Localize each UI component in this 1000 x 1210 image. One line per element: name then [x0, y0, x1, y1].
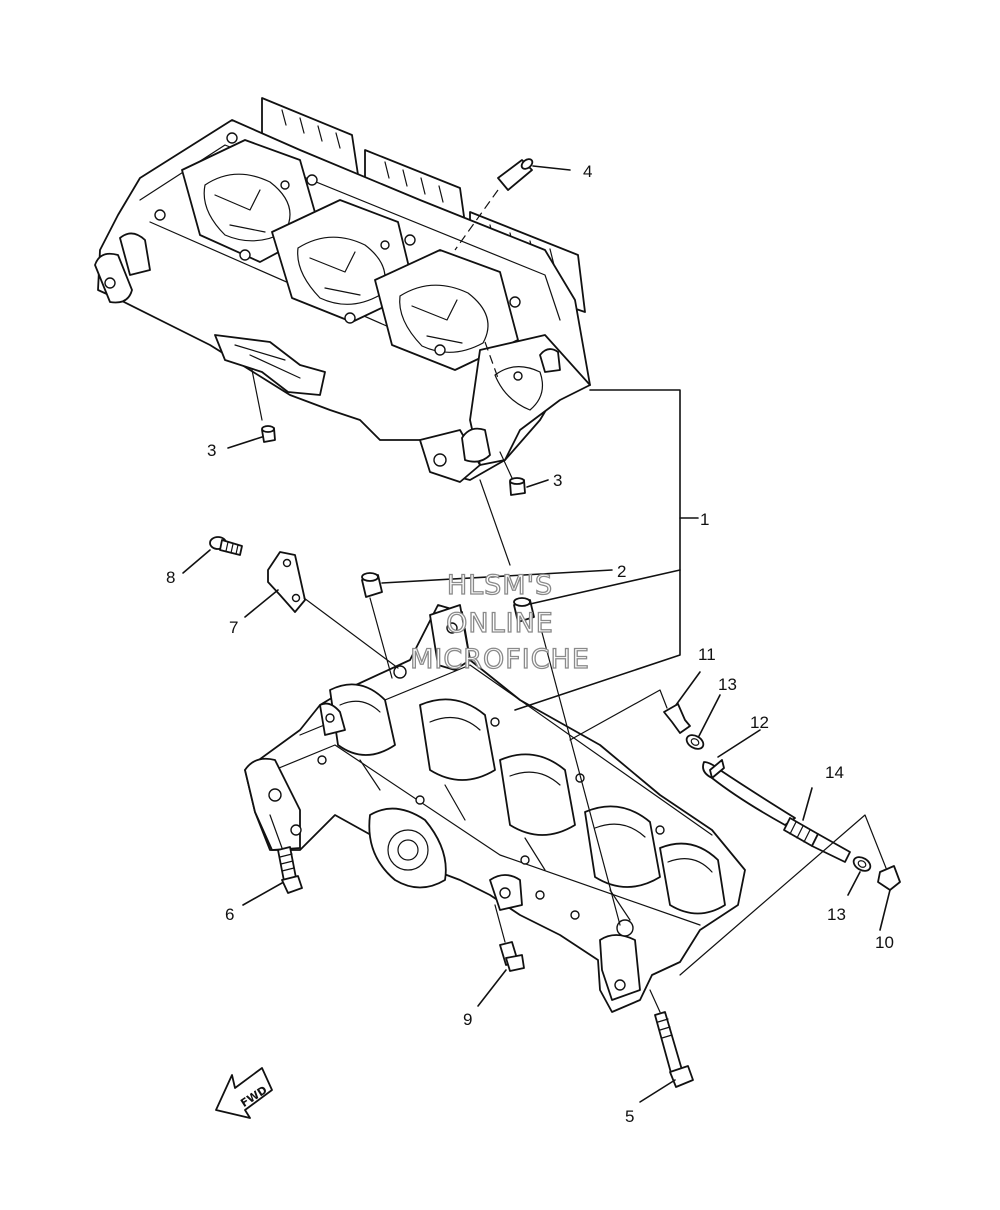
- dowel-2-right[interactable]: [513, 597, 535, 623]
- callout-1: 1: [700, 510, 709, 529]
- dowel-pin-3-right[interactable]: [509, 477, 526, 496]
- callout-9: 9: [463, 1010, 472, 1029]
- callout-8: 8: [166, 568, 175, 587]
- elbow-11[interactable]: [663, 703, 691, 734]
- hose-12[interactable]: [702, 759, 796, 826]
- callout-3-left: 3: [207, 441, 216, 460]
- pin-4[interactable]: [497, 157, 534, 191]
- upper-crankcase[interactable]: [94, 97, 591, 483]
- watermark: HLSM'S ONLINE MICROFICHE: [409, 569, 590, 675]
- watermark-line-1: HLSM'S: [447, 570, 553, 601]
- callout-3-right: 3: [553, 471, 562, 490]
- bolt-6[interactable]: [277, 846, 303, 894]
- callout-6: 6: [225, 905, 234, 924]
- bolt-8[interactable]: [209, 536, 243, 556]
- callout-13-bottom: 13: [827, 905, 846, 924]
- callout-7: 7: [229, 618, 238, 637]
- callout-2: 2: [617, 562, 626, 581]
- clamp-13-top[interactable]: [684, 732, 706, 751]
- lower-crankcase[interactable]: [244, 604, 746, 1013]
- watermark-line-3: MICROFICHE: [410, 644, 590, 675]
- bolt-5[interactable]: [654, 1011, 694, 1088]
- elbow-10[interactable]: [877, 865, 901, 891]
- callout-labels: 1 2 3 3 4 5 6 7 8 9 10 11 12 13 13 14: [166, 162, 894, 1126]
- band-14[interactable]: [783, 817, 851, 863]
- callout-14: 14: [825, 763, 844, 782]
- dowel-2-left[interactable]: [361, 572, 383, 598]
- callout-4: 4: [583, 162, 592, 181]
- callout-13-top: 13: [718, 675, 737, 694]
- bracket-7[interactable]: [267, 551, 306, 613]
- callout-12: 12: [750, 713, 769, 732]
- callout-5: 5: [625, 1107, 634, 1126]
- leader-lines: [182, 165, 891, 1103]
- clamp-13-bottom[interactable]: [851, 854, 873, 873]
- watermark-line-2: ONLINE: [446, 608, 554, 639]
- fitting-9[interactable]: [499, 941, 525, 972]
- fwd-arrow-icon: FWD: [215, 1067, 273, 1119]
- callout-10: 10: [875, 933, 894, 952]
- callout-11: 11: [698, 645, 716, 664]
- dowel-pin-3-left[interactable]: [261, 425, 276, 443]
